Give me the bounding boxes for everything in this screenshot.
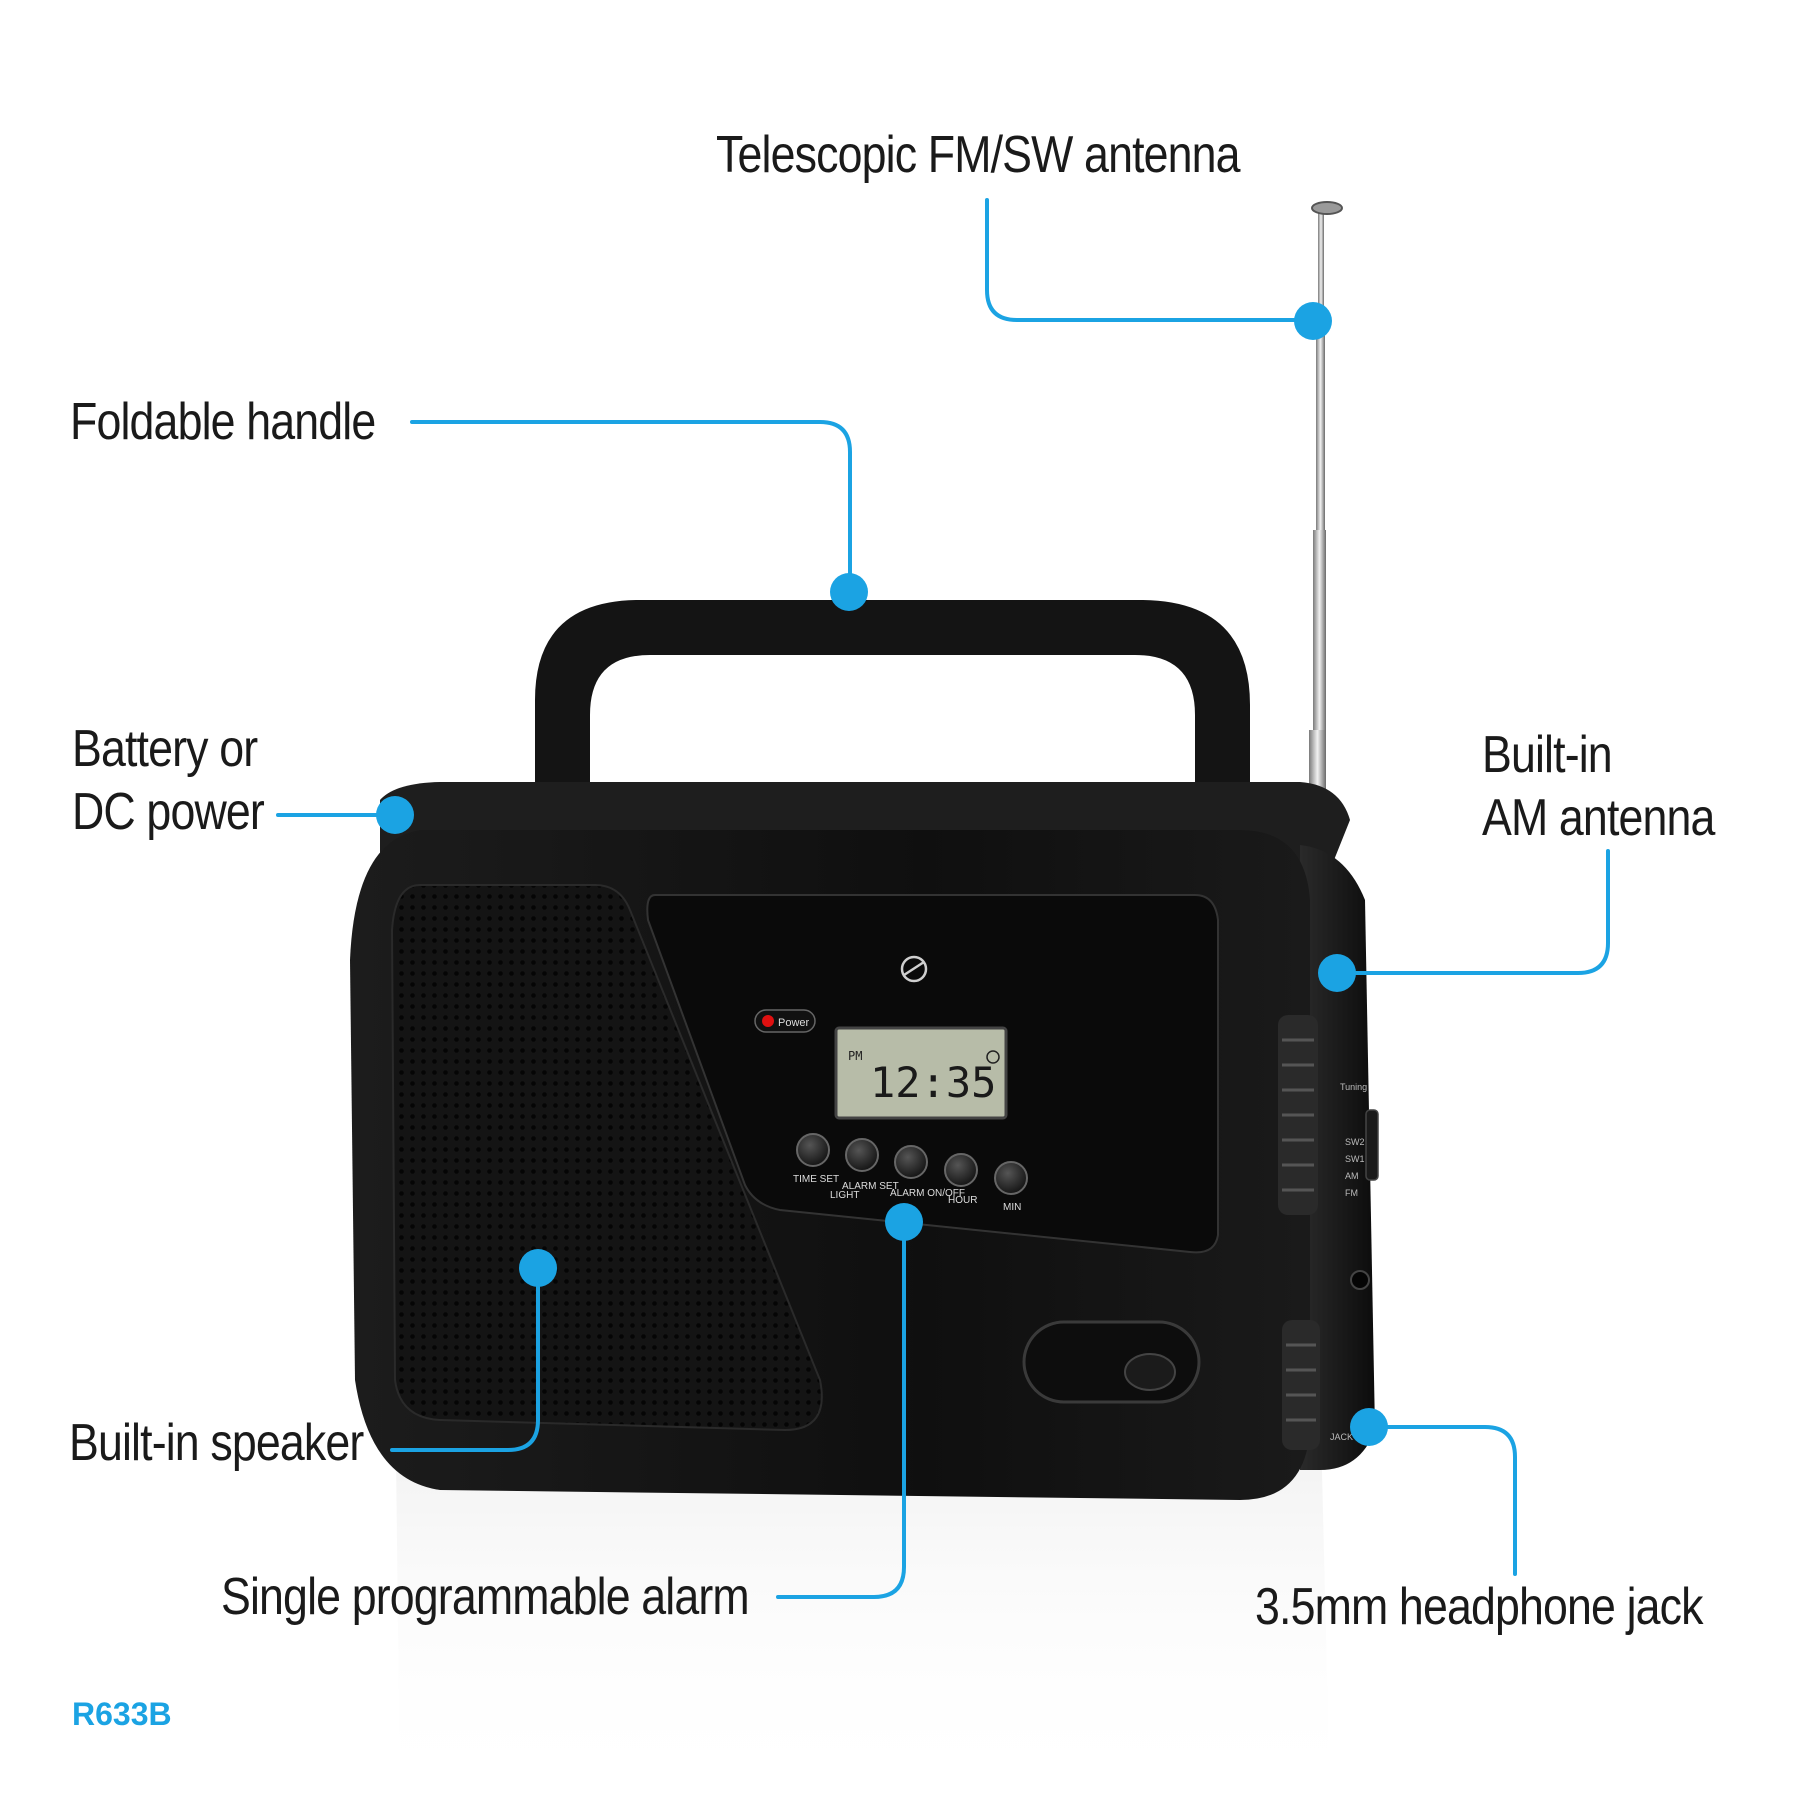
- jack-dot: [1350, 1408, 1388, 1446]
- alarm-leader: [776, 1220, 906, 1599]
- power-led: [762, 1015, 774, 1027]
- antenna-callout: Telescopic FM/SW antenna: [716, 124, 1241, 187]
- speaker-dot: [519, 1249, 557, 1287]
- band-switch: [1365, 1109, 1379, 1181]
- headphone-jack: [1350, 1270, 1370, 1290]
- am-antenna-callout: Built-in AM antenna: [1482, 724, 1715, 851]
- band-sw2: SW2: [1345, 1137, 1365, 1147]
- alarm-callout-text: Single programmable alarm: [221, 1568, 750, 1626]
- slide-switch-knob: [1124, 1353, 1176, 1391]
- min-label: MIN: [1003, 1202, 1021, 1213]
- power-callout: Battery or DC power: [72, 718, 265, 845]
- alarm-onoff-button[interactable]: [894, 1145, 928, 1179]
- slide-switch: [1022, 1320, 1201, 1404]
- model-number: R633B: [72, 1696, 172, 1732]
- hour-label: HOUR: [948, 1195, 977, 1206]
- time-set-label: TIME SET: [793, 1174, 839, 1185]
- antenna-dot: [1294, 302, 1332, 340]
- tuning-label: Tuning: [1340, 1082, 1367, 1092]
- callout-dots: [376, 302, 1388, 1446]
- alarm-set-button[interactable]: [845, 1138, 879, 1172]
- lcd-time: 12:35: [870, 1058, 996, 1107]
- band-fm: FM: [1345, 1188, 1358, 1198]
- power-callout-line1: Battery or: [72, 720, 258, 778]
- handle: [535, 600, 1250, 830]
- band-am: AM: [1345, 1171, 1359, 1181]
- alarm-onoff-label: ALARM ON/OFF: [890, 1188, 965, 1199]
- speaker-grille: [390, 884, 823, 1432]
- handle-leader: [410, 420, 852, 594]
- alarm-icon: [986, 1050, 1000, 1064]
- am-callout-line2: AM antenna: [1482, 789, 1715, 848]
- lcd-ampm: PM: [848, 1049, 862, 1063]
- side-panel: [1300, 845, 1375, 1470]
- am-callout-line1: Built-in: [1482, 726, 1613, 784]
- speaker-callout-text: Built-in speaker: [69, 1414, 364, 1472]
- jack-callout-text: 3.5mm headphone jack: [1255, 1578, 1704, 1636]
- alarm-set-label: ALARM SET: [842, 1181, 899, 1192]
- jack-leader: [1367, 1425, 1517, 1576]
- control-buttons: [796, 1133, 1028, 1195]
- power-label: Power: [778, 1017, 810, 1029]
- alarm-dot: [885, 1203, 923, 1241]
- jack-callout: 3.5mm headphone jack: [1255, 1576, 1704, 1639]
- speaker-callout: Built-in speaker: [69, 1412, 364, 1475]
- antenna-leader: [985, 198, 1314, 322]
- brand-logo: [900, 955, 928, 983]
- power-dot: [376, 796, 414, 834]
- handle-dot: [830, 573, 868, 611]
- jack-label: JACK: [1330, 1432, 1353, 1442]
- band-sw1: SW1: [1345, 1154, 1365, 1164]
- lcd-screen: [834, 1026, 1008, 1120]
- alarm-callout: Single programmable alarm: [221, 1566, 750, 1629]
- light-label: LIGHT: [830, 1190, 859, 1201]
- volume-wheel: [1282, 1320, 1320, 1450]
- handle-callout-text: Foldable handle: [70, 393, 376, 451]
- am-leader: [1336, 849, 1610, 975]
- antenna-callout-text: Telescopic FM/SW antenna: [716, 126, 1241, 184]
- power-callout-line2: DC power: [72, 783, 265, 842]
- am-dot: [1318, 954, 1356, 992]
- handle-callout: Foldable handle: [70, 391, 376, 454]
- hour-button[interactable]: [944, 1153, 978, 1187]
- time-set-button[interactable]: [796, 1133, 830, 1167]
- speaker-leader: [390, 1266, 540, 1452]
- min-button[interactable]: [994, 1161, 1028, 1195]
- callout-lines: [276, 198, 1610, 1599]
